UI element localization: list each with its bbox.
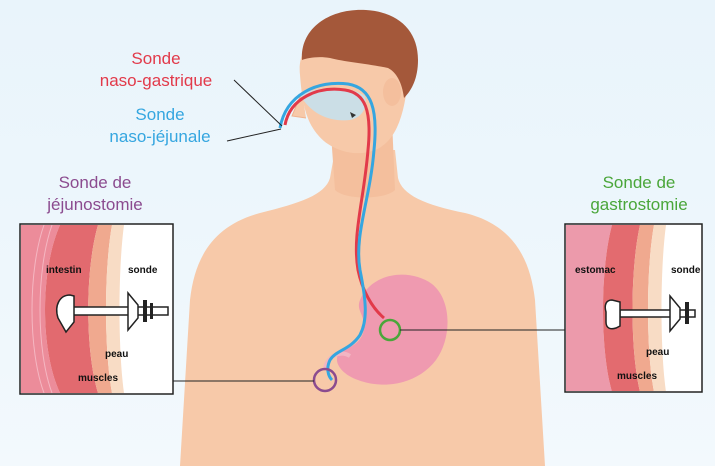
inset-label-peau: peau <box>646 347 669 358</box>
inset-label-estomac: estomac <box>575 265 616 276</box>
label-line: Sonde <box>100 104 220 126</box>
inset-label-muscles: muscles <box>617 371 657 382</box>
label-naso-jejunale: Sonde naso-jéjunale <box>100 104 220 148</box>
bouton-icon <box>605 300 620 329</box>
inset-label-intestin: intestin <box>46 265 82 276</box>
label-line: Sonde de <box>574 172 704 194</box>
label-line: naso-jéjunale <box>100 126 220 148</box>
label-jejunostomie: Sonde de jéjunostomie <box>20 172 170 216</box>
inset-label-peau: peau <box>105 349 128 360</box>
label-line: gastrostomie <box>574 194 704 216</box>
inset-label-muscles: muscles <box>78 373 118 384</box>
label-line: Sonde de <box>20 172 170 194</box>
inset-label-sonde: sonde <box>128 265 157 276</box>
gastrostomy-inset <box>565 224 702 392</box>
label-line: jéjunostomie <box>20 194 170 216</box>
label-gastrostomie: Sonde de gastrostomie <box>574 172 704 216</box>
ear <box>383 78 401 106</box>
label-line: naso-gastrique <box>96 70 216 92</box>
jejunostomy-inset <box>20 224 173 394</box>
inset-label-sonde: sonde <box>671 265 700 276</box>
label-line: Sonde <box>96 48 216 70</box>
label-naso-gastrique: Sonde naso-gastrique <box>96 48 216 92</box>
